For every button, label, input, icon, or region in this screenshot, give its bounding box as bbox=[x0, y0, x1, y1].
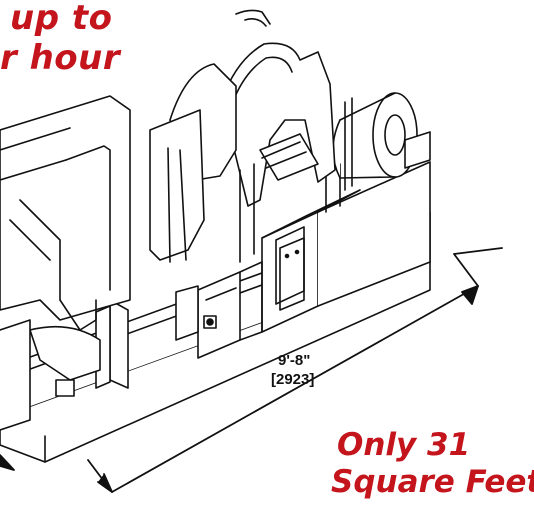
left-feeder bbox=[0, 96, 130, 430]
dimension-arrow bbox=[0, 248, 502, 492]
headline-line-1: up to bbox=[10, 0, 113, 38]
roller-drum bbox=[333, 93, 430, 190]
dimension-feet-label: 9'-8" bbox=[278, 352, 311, 369]
callout-line-2: Square Feet bbox=[331, 464, 534, 500]
headline-line-2: r hour bbox=[0, 38, 121, 78]
paper-path-frames bbox=[150, 10, 335, 262]
dimension-mm-label: [2923] bbox=[271, 371, 315, 388]
callout-line-1: Only 31 bbox=[337, 427, 471, 463]
right-module bbox=[262, 162, 430, 332]
